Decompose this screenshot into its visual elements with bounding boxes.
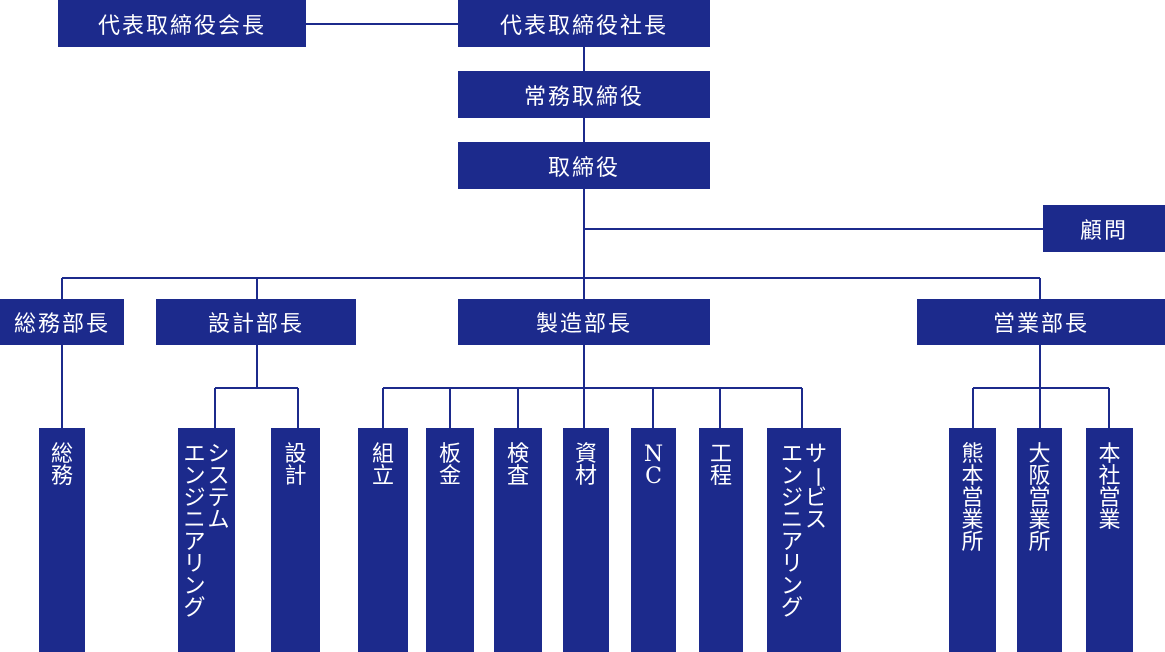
sales-head-label: 営業部長 <box>992 312 1089 337</box>
director-box: 取締役 <box>458 142 710 189</box>
unit-materials: 資材 <box>563 428 609 652</box>
unit-sheet-metal-label: 板金 <box>438 442 461 489</box>
design-head-box: 設計部長 <box>156 299 356 345</box>
unit-kumamoto-office-label: 熊本営業所 <box>961 442 984 555</box>
unit-hq-sales-label: 本社営業 <box>1098 442 1121 533</box>
unit-materials-label: 資材 <box>574 442 597 489</box>
unit-service-engineering: サービス エンジニアリング <box>767 428 841 652</box>
managing-director-box: 常務取締役 <box>458 71 710 118</box>
sales-head-box: 営業部長 <box>917 299 1165 345</box>
unit-hq-sales: 本社営業 <box>1086 428 1133 652</box>
unit-design: 設計 <box>271 428 320 652</box>
unit-inspection: 検査 <box>494 428 542 652</box>
president-box: 代表取締役社長 <box>458 0 710 47</box>
general-affairs-head-label: 総務部長 <box>13 312 110 337</box>
managing-director-label: 常務取締役 <box>523 84 644 110</box>
unit-osaka-office-label: 大阪営業所 <box>1028 442 1051 555</box>
unit-osaka-office: 大阪営業所 <box>1017 428 1062 652</box>
unit-system-engineering-label-line-2: エンジニアリング <box>183 442 206 621</box>
unit-design-label: 設計 <box>284 442 307 489</box>
advisor-box: 顧問 <box>1043 205 1165 252</box>
unit-general-affairs: 総務 <box>39 428 85 652</box>
chairman-box: 代表取締役会長 <box>58 0 306 47</box>
unit-kumamoto-office: 熊本営業所 <box>949 428 996 652</box>
unit-sheet-metal: 板金 <box>426 428 474 652</box>
unit-system-engineering-label-line-1: システム <box>207 442 230 533</box>
unit-process: 工程 <box>699 428 743 652</box>
manufacturing-head-label: 製造部長 <box>535 312 632 337</box>
unit-process-label: 工程 <box>709 442 732 489</box>
unit-service-engineering-label-line-2: エンジニアリング <box>780 442 803 621</box>
unit-inspection-label: 検査 <box>506 442 529 489</box>
unit-service-engineering-label-line-1: サービス <box>804 442 830 533</box>
manufacturing-head-box: 製造部長 <box>458 299 710 345</box>
chairman-label: 代表取締役会長 <box>97 13 266 39</box>
design-head-label: 設計部長 <box>207 312 304 337</box>
unit-system-engineering: システム エンジニアリング <box>178 428 235 652</box>
director-label: 取締役 <box>547 155 620 181</box>
president-label: 代表取締役社長 <box>499 13 668 39</box>
advisor-label: 顧問 <box>1079 218 1128 244</box>
general-affairs-head-box: 総務部長 <box>0 299 124 345</box>
unit-assembly: 組立 <box>358 428 408 652</box>
unit-assembly-label: 組立 <box>371 442 394 489</box>
unit-general-affairs-label: 総務 <box>50 442 73 489</box>
